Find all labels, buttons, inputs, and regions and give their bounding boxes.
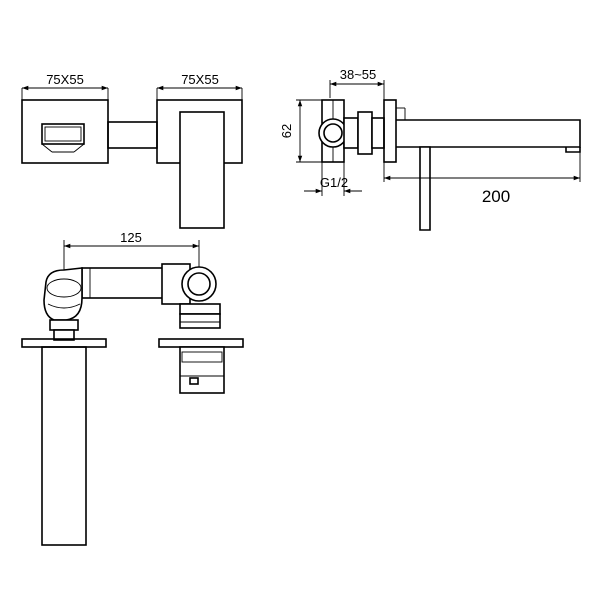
dim-label-spout-length: 200 [482,187,510,206]
side-spout [396,119,581,148]
top-handle-plate [158,338,244,348]
connecting-pipe [107,121,158,149]
dim-label-wall-depth: 38~55 [340,67,377,82]
spout-outlet-inner [44,126,82,142]
spout-wall-plate [21,99,109,164]
top-handle [179,346,225,394]
front-view: 75X55 75X55 [21,72,243,229]
spout-outlet [41,123,85,145]
dim-label-left-plate: 75X55 [46,72,84,87]
dim-label-right-plate: 75X55 [181,72,219,87]
side-view: 38~55 62 [279,67,581,231]
dim-right-plate: 75X55 [156,72,243,100]
dim-wall-depth: 38~55 [329,67,385,100]
valve-cartridge-inner [323,123,343,143]
dim-label-spacing: 125 [120,230,142,245]
dim-label-height: 62 [279,124,294,138]
top-view: 125 [21,230,244,546]
handle-lever [179,111,225,229]
top-connecting-pipe [81,267,175,299]
top-spout-body [41,346,87,546]
dim-left-plate: 75X55 [21,72,109,100]
dim-spacing: 125 [63,230,200,282]
dim-height: 62 [279,99,322,163]
dim-spout-length: 200 [383,152,581,206]
side-wall-plate [383,99,397,163]
side-handle-lever [419,146,431,231]
dim-label-thread: G1/2 [320,175,348,190]
spout-tip [565,147,581,153]
dim-thread: G1/2 [304,162,362,196]
